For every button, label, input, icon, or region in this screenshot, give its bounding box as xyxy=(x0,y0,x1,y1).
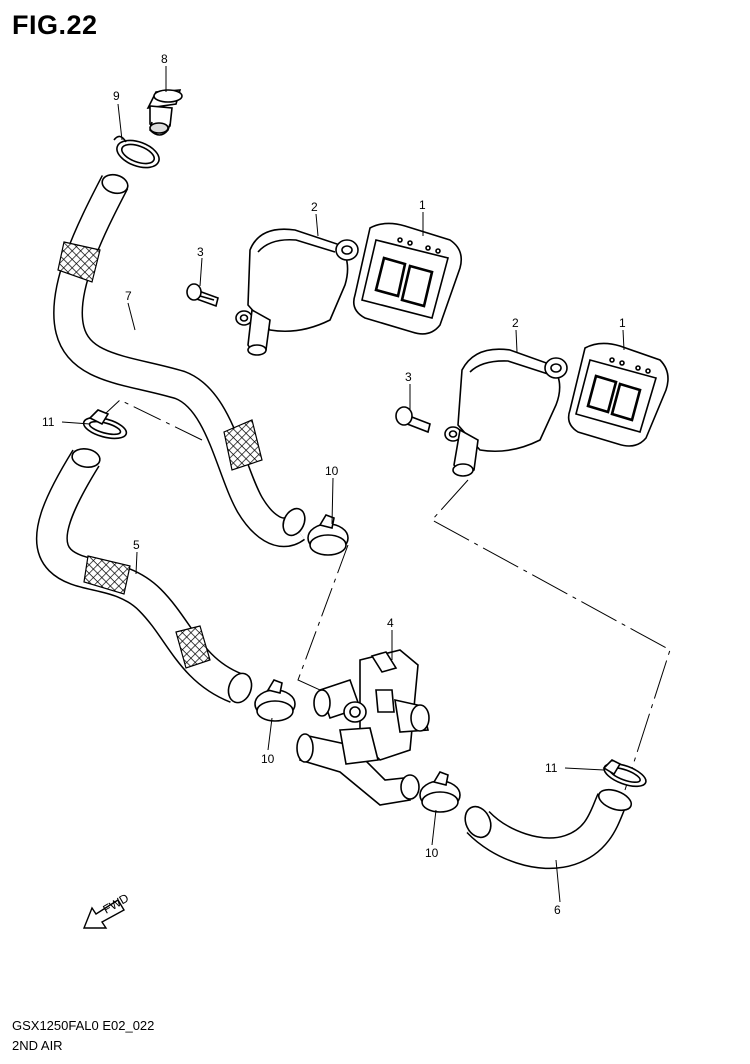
clip-part-9 xyxy=(113,135,160,169)
cover-part-2-lower xyxy=(444,348,568,477)
callout-10: 10 xyxy=(325,464,339,478)
callout-6: 6 xyxy=(554,903,561,917)
clamp-part-11-left xyxy=(82,409,128,440)
clamp-part-11-right xyxy=(602,759,647,788)
callout-4: 4 xyxy=(387,616,394,630)
fwd-arrow-icon: FWD xyxy=(82,891,131,929)
callout-3: 3 xyxy=(197,245,204,259)
bolt-part-3-upper xyxy=(186,283,219,308)
leader-lines xyxy=(61,66,625,903)
clamp-part-10-left xyxy=(254,679,296,722)
callout-11: 11 xyxy=(42,415,55,429)
fitting-part-8 xyxy=(146,89,183,136)
reed-valve-part-1-upper xyxy=(352,222,463,335)
callout-11: 11 xyxy=(545,761,558,775)
cover-part-2-upper xyxy=(235,228,359,356)
callout-10: 10 xyxy=(425,846,439,860)
bolt-part-3-lower xyxy=(395,406,431,434)
connection-line-cover2-hose6 xyxy=(431,479,671,791)
callout-3: 3 xyxy=(405,370,412,384)
callout-10: 10 xyxy=(261,752,275,766)
callout-9: 9 xyxy=(113,89,120,103)
callout-1: 1 xyxy=(419,198,426,212)
callout-2: 2 xyxy=(311,200,318,214)
callout-8: 8 xyxy=(161,52,168,66)
callout-5: 5 xyxy=(133,538,140,552)
hose-part-6 xyxy=(464,788,633,870)
callout-2: 2 xyxy=(512,316,519,330)
valve-part-4 xyxy=(296,649,430,806)
clamp-part-10-upper xyxy=(307,514,349,556)
model-code: GSX1250FAL0 E02_022 xyxy=(12,1018,155,1033)
connection-line-clamp10-valve xyxy=(297,544,349,691)
callout-7: 7 xyxy=(125,289,132,303)
callout-labels: 8 9 2 1 3 7 2 1 3 11 10 5 4 10 11 10 6 xyxy=(42,52,626,917)
figure-title: FIG.22 xyxy=(12,10,98,40)
hose-part-7 xyxy=(53,173,306,548)
callout-1: 1 xyxy=(619,316,626,330)
reed-valve-part-1-lower xyxy=(567,342,669,447)
section-name: 2ND AIR xyxy=(12,1038,63,1053)
hose-part-5 xyxy=(35,448,253,704)
clamp-part-10-right xyxy=(419,771,461,813)
